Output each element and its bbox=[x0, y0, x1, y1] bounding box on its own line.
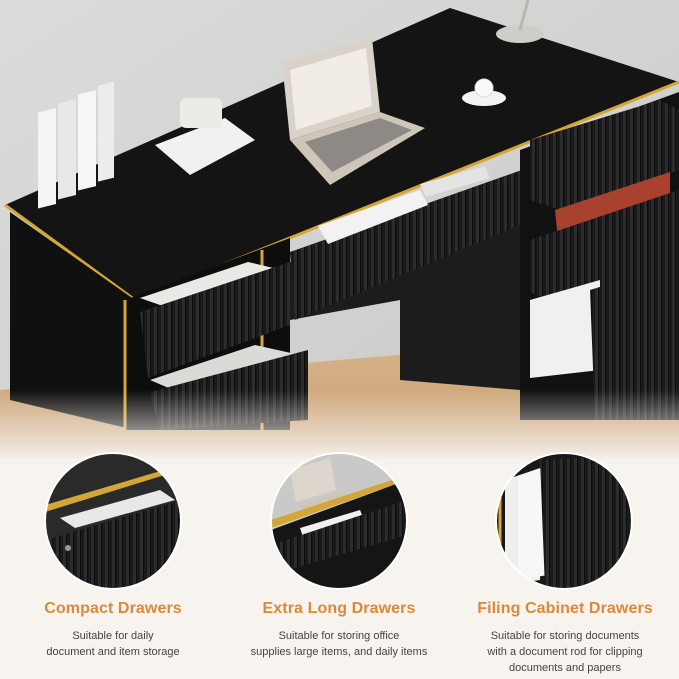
binders bbox=[38, 81, 114, 209]
detail-circle-compact-ring bbox=[44, 452, 182, 590]
feature-description: Suitable for storing documents with a do… bbox=[458, 628, 672, 676]
lamp-pole bbox=[518, 0, 530, 31]
lamp-base bbox=[496, 25, 544, 43]
coffee bbox=[474, 78, 494, 98]
feature-desc-line: supplies large items, and daily items bbox=[250, 646, 428, 658]
detail-circle-filing-ring bbox=[495, 452, 633, 590]
filing-drawer-front bbox=[590, 262, 679, 420]
keyboard bbox=[318, 190, 428, 244]
file-folders bbox=[530, 280, 600, 378]
feature-desc-line: with a document rod for clipping bbox=[487, 646, 643, 658]
detail-circle-long bbox=[271, 453, 407, 589]
feature-description: Suitable for storing office supplies lar… bbox=[232, 628, 446, 660]
feature-desc-line: Suitable for storing office bbox=[278, 630, 400, 642]
feature-desc-line: documents and papers bbox=[509, 662, 621, 674]
detail-circle-compact bbox=[45, 453, 181, 589]
coffee-cup bbox=[462, 90, 506, 106]
radio bbox=[180, 98, 222, 128]
detail-circle-long-ring bbox=[270, 452, 408, 590]
laptop bbox=[282, 38, 425, 185]
long-drawer-front bbox=[290, 160, 550, 320]
left-cabinet bbox=[10, 212, 135, 430]
feature-title: Extra Long Drawers bbox=[262, 600, 416, 617]
feature-desc-line: Suitable for storing documents bbox=[490, 630, 640, 642]
feature-title: Filing Cabinet Drawers bbox=[477, 600, 653, 617]
keyboard-tray bbox=[420, 166, 490, 197]
top-left-drawer-front bbox=[140, 262, 290, 378]
book-stack bbox=[155, 118, 255, 175]
feature-desc-line: Suitable for daily bbox=[72, 630, 154, 642]
feature-desc-line: document and item storage bbox=[46, 646, 180, 658]
feature-title: Compact Drawers bbox=[44, 600, 182, 617]
feature-description: Suitable for daily document and item sto… bbox=[6, 628, 220, 660]
detail-circle-filing bbox=[496, 453, 632, 589]
